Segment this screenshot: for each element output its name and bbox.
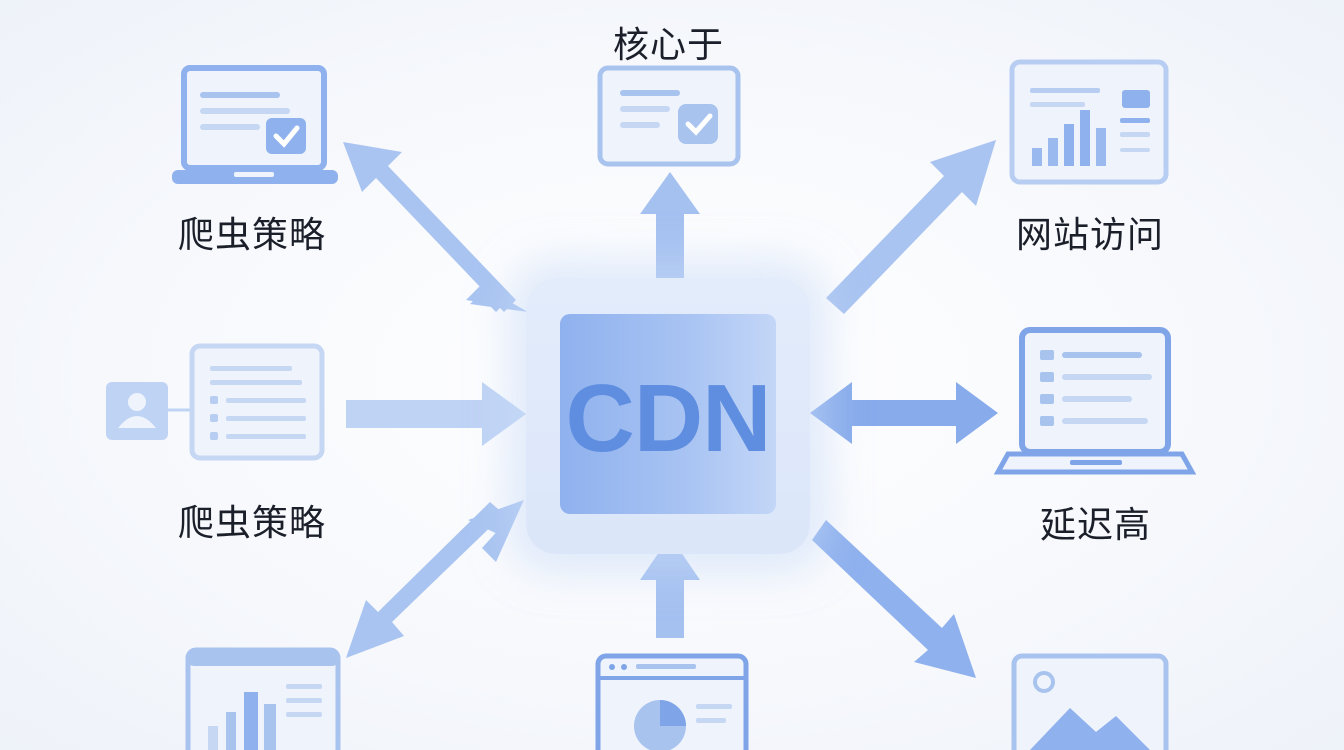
laptop-list-icon: [993, 327, 1197, 475]
top-center-label: 核心于: [613, 25, 725, 66]
arrow-to-top-right: [826, 140, 996, 314]
arrow-to-bottom-left: [346, 500, 524, 658]
bar-chart-document-icon: [185, 647, 341, 750]
arrow-from-middle-left: [346, 382, 526, 446]
top-left-label: 爬虫策略: [178, 215, 327, 256]
cdn-hub: CDN: [526, 278, 810, 554]
image-mountain-icon: [1011, 653, 1169, 750]
arrow-from-bottom-center: [640, 536, 700, 638]
arrow-to-middle-right: [810, 382, 998, 444]
arrow-to-bottom-right: [812, 520, 976, 678]
middle-right-label: 延迟高: [1040, 505, 1152, 546]
top-right-label: 网站访问: [1016, 215, 1165, 256]
user-list-icon: [106, 343, 325, 461]
middle-left-label: 爬虫策略: [178, 503, 327, 544]
document-check-icon: [597, 65, 741, 167]
cdn-hub-label: CDN: [565, 365, 772, 472]
bar-chart-panel-icon: [1009, 59, 1169, 185]
arrow-to-top-center: [640, 172, 700, 280]
cdn-hub-panel: CDN: [560, 314, 776, 514]
laptop-check-icon: [172, 65, 338, 184]
browser-pie-chart-icon: [595, 653, 749, 750]
arrow-to-top-left: [343, 142, 528, 312]
